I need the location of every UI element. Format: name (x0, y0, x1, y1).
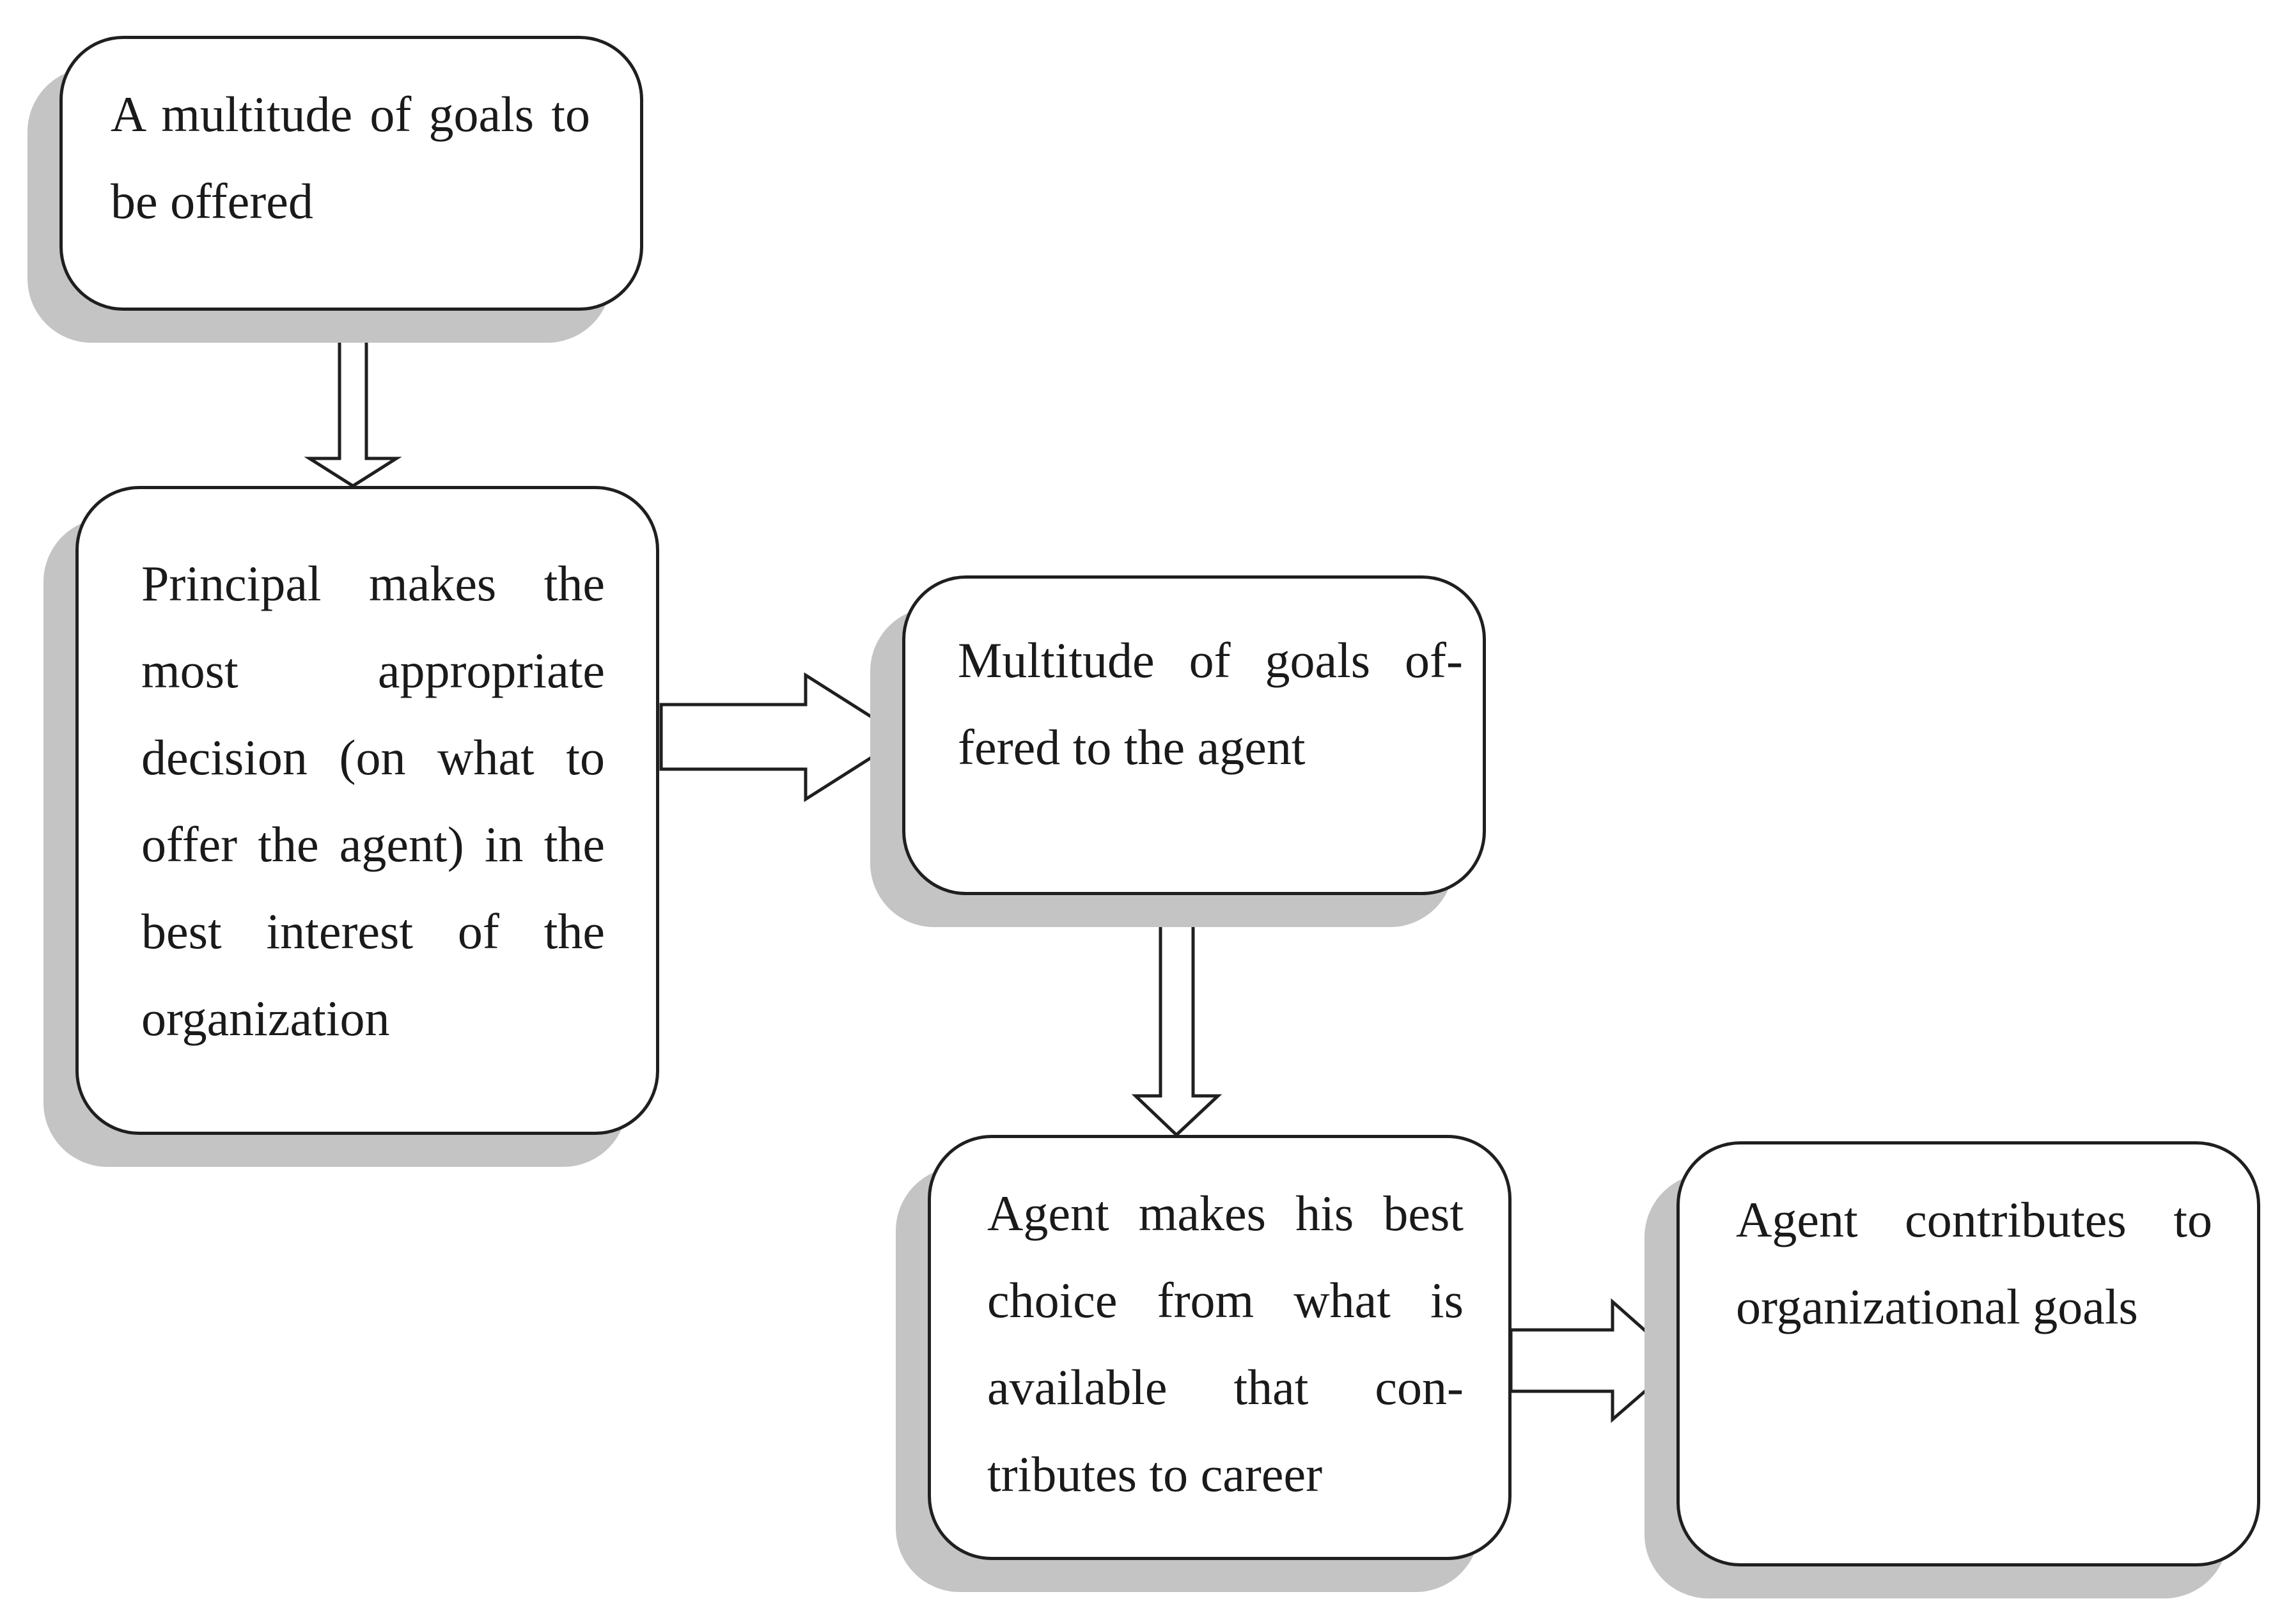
arrow-down-2 (1131, 892, 1223, 1137)
node-agent-choice-text: Agent makes his best choice from what is… (987, 1185, 1464, 1502)
node-agent-contributes: Agent contributes to organizational goal… (1676, 1141, 2260, 1566)
node-goals-to-offer: A multitude of goals to be offered (59, 36, 643, 311)
node-principal-decision: Principal makes the most appropriate dec… (75, 486, 659, 1135)
node-goals-to-offer-text: A multitude of goals to be offered (111, 86, 590, 229)
node-agent-choice: Agent makes his best choice from what is… (928, 1135, 1512, 1560)
node-agent-contributes-text: Agent contributes to organizational goal… (1736, 1192, 2212, 1334)
node-principal-decision-text: Principal makes the most appropriate dec… (141, 556, 605, 1046)
node-goals-offered: Multitude of goals of-fered to the agent (902, 575, 1486, 895)
arrow-right-1 (659, 672, 907, 802)
arrow-down-1 (304, 308, 402, 488)
arrow-right-2 (1509, 1298, 1682, 1423)
node-goals-offered-text: Multitude of goals of-fered to the agent (958, 632, 1463, 775)
